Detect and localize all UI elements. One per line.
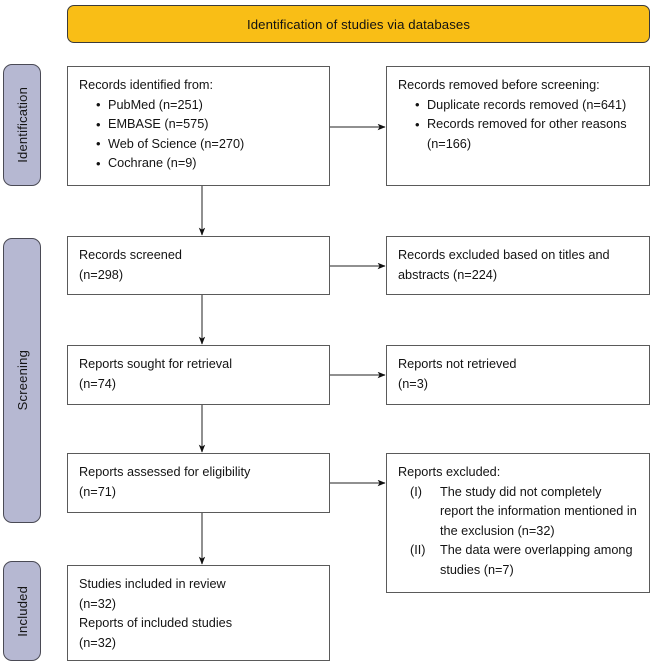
list-item-numeral: (I)	[410, 484, 422, 499]
box-reports-excluded-title: Reports excluded:	[398, 465, 501, 479]
box-reports-not-retrieved-line1: Reports not retrieved	[398, 357, 517, 371]
stage-label-identification-text: Identification	[14, 87, 30, 163]
list-item: Cochrane (n=9)	[96, 154, 318, 174]
box-records-removed-title: Records removed before screening:	[398, 78, 600, 92]
stage-label-included: Included	[3, 561, 41, 661]
list-item-text: The study did not completely report the …	[440, 484, 637, 538]
box-studies-included: Studies included in review (n=32) Report…	[67, 565, 330, 661]
box-studies-included-line2: Reports of included studies	[79, 616, 233, 631]
box-studies-included-count2: (n=32)	[79, 635, 117, 650]
box-reports-sought: Reports sought for retrieval (n=74)	[67, 345, 330, 405]
box-records-removed: Records removed before screening: Duplic…	[386, 66, 650, 186]
box-records-removed-list: Duplicate records removed (n=641) Record…	[398, 95, 638, 155]
list-item: Web of Science (n=270)	[96, 134, 318, 155]
stage-label-screening-text: Screening	[14, 350, 30, 411]
box-records-screened: Records screened (n=298)	[67, 236, 330, 295]
list-item: PubMed (n=251)	[96, 95, 318, 116]
box-records-identified-list: PubMed (n=251) EMBASE (n=575) Web of Sci…	[79, 95, 318, 174]
stage-label-identification: Identification	[3, 64, 41, 186]
box-reports-not-retrieved-count: (n=3)	[398, 376, 428, 391]
list-item: Records removed for other reasons (n=166…	[415, 115, 638, 154]
box-records-screened-count: (n=298)	[79, 267, 124, 282]
box-reports-assessed-line1: Reports assessed for eligibility	[79, 465, 251, 479]
box-records-excluded-titles-line2: abstracts (n=224)	[398, 267, 498, 282]
diagram-banner: Identification of studies via databases	[67, 5, 650, 43]
box-reports-excluded: Reports excluded: (I) The study did not …	[386, 453, 650, 593]
list-item: (II) The data were overlapping among stu…	[410, 541, 638, 580]
list-item-numeral: (II)	[410, 543, 426, 558]
list-item: (I) The study did not completely report …	[410, 483, 638, 542]
stage-label-included-text: Included	[14, 585, 30, 637]
list-item-text: The data were overlapping among studies …	[440, 543, 633, 577]
stage-label-screening: Screening	[3, 238, 41, 523]
list-item: Duplicate records removed (n=641)	[415, 95, 638, 116]
banner-label: Identification of studies via databases	[246, 16, 471, 32]
box-studies-included-count1: (n=32)	[79, 596, 117, 611]
list-item: EMBASE (n=575)	[96, 115, 318, 135]
box-studies-included-line1: Studies included in review	[79, 577, 226, 591]
box-records-identified: Records identified from: PubMed (n=251) …	[67, 66, 330, 186]
box-reports-excluded-list: (I) The study did not completely report …	[398, 483, 638, 581]
box-records-excluded-titles-line1: Records excluded based on titles and	[398, 248, 610, 262]
box-reports-not-retrieved: Reports not retrieved (n=3)	[386, 345, 650, 405]
box-reports-sought-line1: Reports sought for retrieval	[79, 357, 233, 371]
box-records-screened-line1: Records screened	[79, 248, 182, 262]
box-reports-assessed: Reports assessed for eligibility (n=71)	[67, 453, 330, 513]
box-records-excluded-titles: Records excluded based on titles and abs…	[386, 236, 650, 295]
box-reports-assessed-count: (n=71)	[79, 484, 117, 499]
box-reports-sought-count: (n=74)	[79, 376, 117, 391]
box-records-identified-title: Records identified from:	[79, 78, 213, 92]
